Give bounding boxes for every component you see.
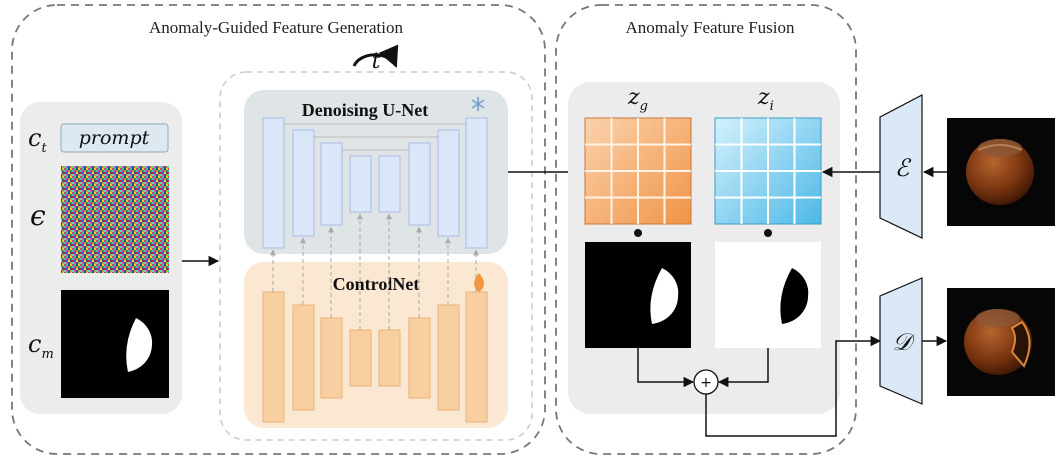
multiply-dot-left: [634, 229, 642, 237]
generation-panel-title: Anomaly-Guided Feature Generation: [149, 18, 403, 37]
unet-skip-lines: [284, 123, 466, 151]
mask-to-sum-arrow-right: [717, 348, 769, 388]
input-hazelnut-image: [947, 118, 1055, 226]
snowflake-icon: [471, 97, 485, 111]
mask-condition-symbol: cm: [28, 330, 54, 362]
generation-panel-border: [11, 4, 546, 455]
zg-label: zg: [627, 85, 648, 114]
sum-to-decoder-arrow: [705, 335, 882, 437]
output-hazelnut-image: [947, 288, 1055, 396]
noise-image: [61, 166, 169, 273]
mask-to-sum-arrow-left: [637, 348, 695, 388]
anomaly-mask-shape: [650, 268, 679, 324]
plus-symbol: +: [700, 375, 712, 391]
unet-blocks: [262, 117, 488, 249]
text-condition-symbol: ct: [28, 124, 47, 156]
fusion-panel-title: Anomaly Feature Fusion: [625, 18, 795, 37]
decoder-block: [879, 277, 923, 405]
prompt-box: [60, 123, 169, 153]
encoder-block: [879, 94, 923, 239]
fusion-panel-border: [555, 4, 857, 455]
encoder-label: ℰ: [895, 154, 912, 182]
unet-label: Denoising U-Net: [302, 100, 429, 120]
multiply-dot-right: [764, 229, 772, 237]
controlnet-label: ControlNet: [333, 274, 420, 294]
network-border: [219, 71, 533, 441]
mask-image: [61, 290, 169, 398]
controlnet-blocks: [262, 291, 488, 423]
flame-icon: [474, 273, 484, 292]
zg-feature-grid: [584, 117, 692, 225]
controlnet-to-unet-connections: [270, 213, 479, 330]
timestep-label: t: [372, 49, 381, 74]
prompt-label: prompt: [79, 127, 150, 149]
mask-shape: [126, 318, 153, 372]
timestep-loop-arrow: [352, 44, 399, 68]
zi-label: zi: [757, 85, 774, 114]
zi-feature-grid: [714, 117, 822, 225]
inverse-mask-shape: [780, 268, 809, 324]
noise-symbol: ϵ: [30, 199, 46, 232]
